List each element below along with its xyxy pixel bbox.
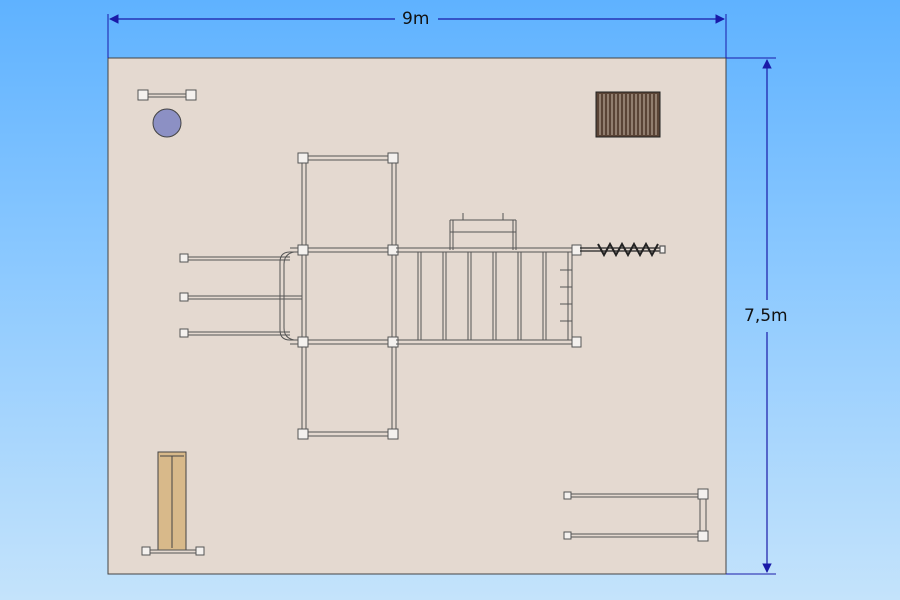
balance-beam <box>141 451 205 556</box>
height-dimension <box>726 57 776 575</box>
height-dimension-label: 7,5m <box>744 306 788 326</box>
climbing-frame <box>290 152 399 440</box>
rope-bridge <box>580 241 666 258</box>
parallel-bars <box>179 251 302 341</box>
ground-plot <box>107 57 727 575</box>
width-dimension-label: 9m <box>402 9 430 29</box>
ladder <box>449 213 517 250</box>
trampoline-grate <box>595 91 661 138</box>
width-dimension <box>107 14 727 58</box>
horizontal-bar <box>137 89 197 101</box>
monkey-bars <box>396 244 582 348</box>
round-pad <box>152 108 182 138</box>
double-horizontal-bars <box>563 488 709 542</box>
